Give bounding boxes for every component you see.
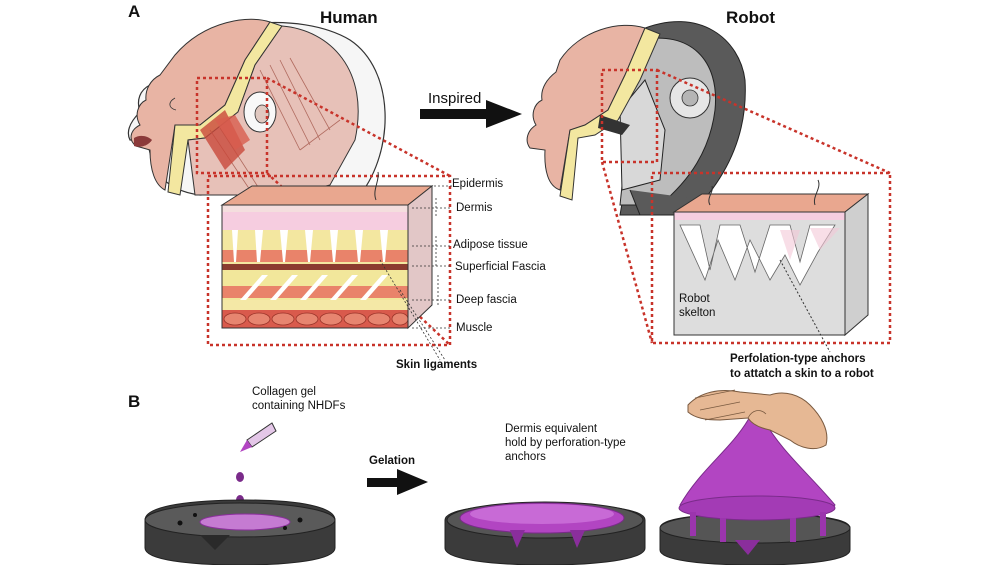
gelation-arrow — [367, 469, 428, 495]
human-skin-block — [220, 171, 434, 330]
robot-title: Robot — [726, 8, 776, 27]
inspired-label: Inspired — [428, 90, 482, 107]
pipette-illustration — [236, 422, 277, 505]
label-anchors-2: to attatch a skin to a robot — [730, 368, 874, 380]
label-muscle: Muscle — [456, 322, 493, 334]
human-title: Human — [320, 8, 378, 27]
label-superficial-fascia: Superficial Fascia — [455, 261, 546, 273]
label-collagen-1: Collagen gel — [252, 386, 316, 398]
human-head-illustration — [127, 18, 386, 201]
label-skin-ligaments: Skin ligaments — [396, 359, 478, 371]
label-anchors-1: Perfolation-type anchors — [730, 353, 866, 365]
label-robot-skeleton-2: skelton — [679, 307, 716, 319]
panel-label-b: B — [128, 392, 141, 411]
panel-label-a: A — [128, 2, 141, 21]
label-adipose-tissue: Adipose tissue — [453, 239, 528, 251]
anchor-leader-line — [779, 259, 831, 353]
label-collagen-2: containing NHDFs — [252, 400, 346, 412]
label-dermis-equivalent-2: hold by perforation-type — [505, 437, 626, 449]
label-dermis: Dermis — [456, 202, 493, 214]
human-label-leaders — [379, 185, 452, 361]
base-plate-dermis-equivalent — [444, 501, 646, 565]
robot-head-illustration — [526, 21, 746, 216]
label-epidermis: Epidermis — [452, 178, 504, 190]
label-gelation: Gelation — [369, 455, 416, 467]
label-dermis-equivalent-1: Dermis equivalent — [505, 423, 598, 435]
robot-skin-block — [672, 179, 870, 337]
base-plate-gel-deposit — [144, 499, 336, 565]
base-plate-lifted-skin — [659, 413, 851, 565]
label-deep-fascia: Deep fascia — [456, 294, 517, 306]
label-dermis-equivalent-3: anchors — [505, 451, 546, 463]
label-robot-skeleton-1: Robot — [679, 293, 710, 305]
human-zoom-indicator — [195, 76, 452, 347]
hand-illustration — [687, 389, 828, 450]
robot-zoom-indicator — [600, 68, 892, 345]
inspired-arrow — [420, 100, 522, 128]
